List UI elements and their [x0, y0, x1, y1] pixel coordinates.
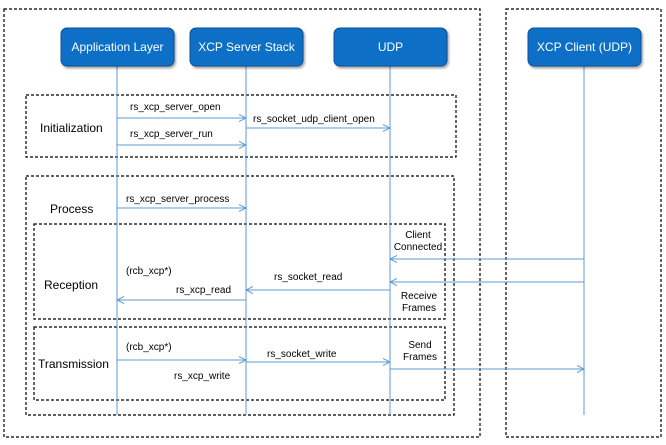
client-frame: [505, 8, 662, 438]
xcp-client-label: XCP Client (UDP): [537, 40, 632, 54]
initialization-label: Initialization: [40, 121, 103, 135]
client-connected-label-line2: Connected: [394, 242, 442, 253]
send-frames-label-line2: Frames: [403, 352, 437, 363]
application-layer-label: Application Layer: [71, 40, 163, 54]
socket-read-label: rs_socket_read: [274, 272, 342, 283]
application-layer-box: Application Layer: [60, 27, 175, 67]
transmission-label: Transmission: [38, 357, 109, 371]
receive-frames-label-line2: Frames: [402, 303, 436, 314]
process-frame: [25, 175, 455, 416]
rcb-xcp-transmission-label: (rcb_xcp*): [126, 342, 172, 353]
send-frames-label-line1: Send: [408, 340, 431, 351]
initialization-frame: [25, 94, 457, 158]
rcb-xcp-reception-label: (rcb_xcp*): [126, 266, 172, 277]
udp-box: UDP: [333, 27, 448, 67]
reception-label: Reception: [44, 278, 98, 292]
server-frame: [3, 8, 481, 438]
reception-frame: [33, 223, 446, 320]
server-process-label: rs_xcp_server_process: [126, 194, 229, 205]
socket-write-label: rs_socket_write: [267, 349, 337, 360]
xcp-write-label: rs_xcp_write: [174, 371, 231, 382]
udp-label: UDP: [378, 40, 403, 54]
receive-frames-label-line1: Receive: [401, 291, 438, 302]
transmission-frame: [33, 326, 446, 401]
xcp-server-stack-label: XCP Server Stack: [198, 40, 295, 54]
client-connected-label-line1: Client: [405, 230, 431, 241]
xcp-client-box: XCP Client (UDP): [527, 27, 642, 67]
socket-udp-client-open-label: rs_socket_udp_client_open: [253, 114, 375, 125]
xcp-server-stack-box: XCP Server Stack: [189, 27, 304, 67]
xcp-read-label: rs_xcp_read: [176, 285, 231, 296]
process-label: Process: [50, 202, 93, 216]
server-run-label: rs_xcp_server_run: [130, 129, 213, 140]
server-open-label: rs_xcp_server_open: [130, 102, 221, 113]
